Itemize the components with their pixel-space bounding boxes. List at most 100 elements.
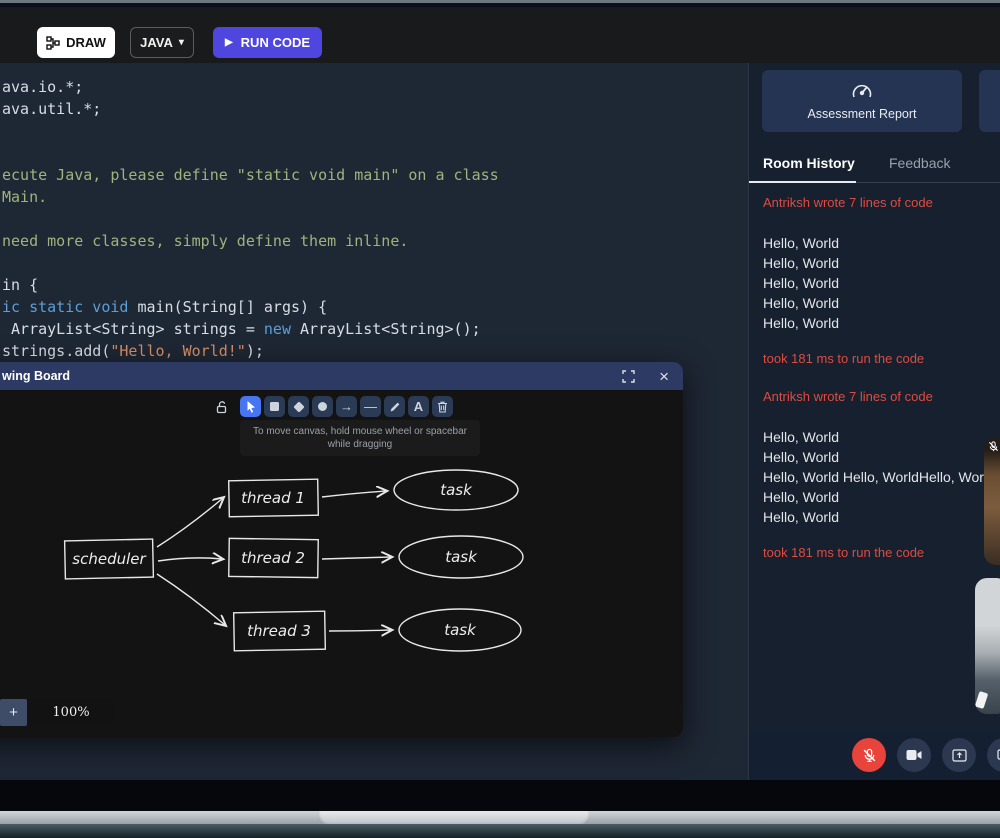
code-line: Main. [2,188,48,206]
node-task1 [393,469,519,511]
gauge-icon [851,82,873,100]
run-code-button-label: RUN CODE [240,35,311,50]
caret-down-icon: ▾ [178,36,184,48]
history-msg: Hello, World [763,295,839,311]
zoom-in-button[interactable]: + [0,699,27,726]
play-icon: ▶ [224,36,233,48]
code-line: ecute Java, please define "static void m… [2,166,499,184]
history-msg: Hello, World [763,509,839,525]
lock-open-icon[interactable] [215,400,229,414]
node-thread3 [232,610,327,652]
history-event: took 181 ms to run the code [763,351,925,366]
tool-trash[interactable] [432,396,453,417]
edge-scheduler-thread3 [156,573,225,625]
node-task3 [398,608,522,652]
assessment-report-button[interactable]: Assessment Report [762,70,962,132]
code-lines: ava.io.*; ava.util.*; ecute Java, please … [0,63,748,362]
tool-rectangle[interactable] [264,396,285,417]
code-line: strings.add("Hello, World!"); [2,342,264,360]
code-line [2,142,748,164]
code-line: ava.util.*; [2,100,102,118]
node-task2 [398,535,524,579]
label-task2: task [445,548,478,566]
active-tab-underline [749,181,856,183]
history-event: took 181 ms to run the code [763,545,925,560]
history-msg: Hello, World [763,235,839,251]
language-select-label: JAVA [140,35,173,50]
node-scheduler [63,538,155,580]
drawing-board-titlebar[interactable]: wing Board × [0,362,683,390]
tool-text[interactable]: A [408,396,429,417]
code-line [2,208,748,230]
label-task1: task [440,481,473,499]
drawing-board-title: wing Board [2,369,71,383]
draw-icon [46,35,60,50]
code-line: ArrayList<String> strings = new ArrayLis… [2,320,481,338]
mic-off-icon [988,441,999,452]
edge-thread1-task1 [321,491,386,497]
drawing-toolbar: → — A [215,396,453,417]
edge-thread2-task2 [321,557,391,559]
history-event: Antriksh wrote 7 lines of code [763,389,933,404]
sidebar-tabs: Room History Feedback [749,151,1000,183]
close-icon[interactable]: × [659,366,669,386]
camera-button[interactable] [897,738,931,772]
run-code-button[interactable]: ▶ RUN CODE [213,27,322,58]
draw-button[interactable]: DRAW [37,27,115,58]
laptop-bottom-bezel [0,780,1000,811]
label-thread2: thread 2 [241,549,305,567]
fullscreen-icon[interactable] [622,369,635,383]
edge-thread3-task3 [328,630,391,631]
history-msg: Hello, World Hello, WorldHello, Wor [763,469,984,485]
tool-line[interactable]: — [360,396,381,417]
language-select[interactable]: JAVA ▾ [130,27,194,58]
call-controls-bar [749,730,1000,780]
tab-room-history[interactable]: Room History [763,155,855,171]
chat-button[interactable] [987,738,1000,772]
tool-ellipse[interactable] [312,396,333,417]
zoom-level[interactable]: 100% [27,699,115,726]
tool-arrow[interactable]: → [336,396,357,417]
mic-mute-button[interactable] [852,738,886,772]
laptop-body [0,824,1000,838]
history-msg: Hello, World [763,315,839,331]
video-thumbnail-remote[interactable] [984,437,1000,565]
history-msg: Hello, World [763,275,839,291]
tool-cursor[interactable] [240,396,261,417]
edge-scheduler-thread2 [157,558,222,561]
drawing-board-modal: wing Board × → — [0,362,683,737]
tool-pencil[interactable] [384,396,405,417]
history-event: Antriksh wrote 7 lines of code [763,195,933,210]
laptop-top-bezel [0,0,1000,7]
label-task3: task [444,621,477,639]
assessment-report-label: Assessment Report [807,106,917,121]
tabs-divider [749,182,1000,183]
code-line [2,120,748,142]
code-line: ic static void main(String[] args) { [2,298,328,316]
label-scheduler: scheduler [72,550,146,568]
canvas-hint: To move canvas, hold mouse wheel or spac… [240,420,480,456]
code-line: in { [2,276,39,294]
node-thread2 [228,537,319,579]
code-line: ava.io.*; [2,78,84,96]
code-line: need more classes, simply define them in… [2,232,409,250]
video-object [975,691,989,709]
report-card-secondary[interactable] [979,70,1000,132]
tool-diamond[interactable] [288,396,309,417]
laptop-hinge-notch [318,811,590,827]
tab-feedback[interactable]: Feedback [889,155,951,171]
screen-share-button[interactable] [942,738,976,772]
video-thumbnail-self[interactable] [975,578,1000,714]
top-toolbar: DRAW JAVA ▾ ▶ RUN CODE [0,7,1000,63]
zoom-controls: + 100% [0,699,115,726]
whiteboard-canvas[interactable]: scheduler thread 1 thread 2 thread 3 tas… [0,390,683,737]
draw-button-label: DRAW [66,35,106,50]
history-msg: Hello, World [763,255,839,271]
label-thread3: thread 3 [247,622,311,640]
right-sidebar: Assessment Report Room History Feedback … [748,63,1000,780]
history-msg: Hello, World [763,489,839,505]
edge-scheduler-thread1 [156,498,223,548]
history-msg: Hello, World [763,429,839,445]
